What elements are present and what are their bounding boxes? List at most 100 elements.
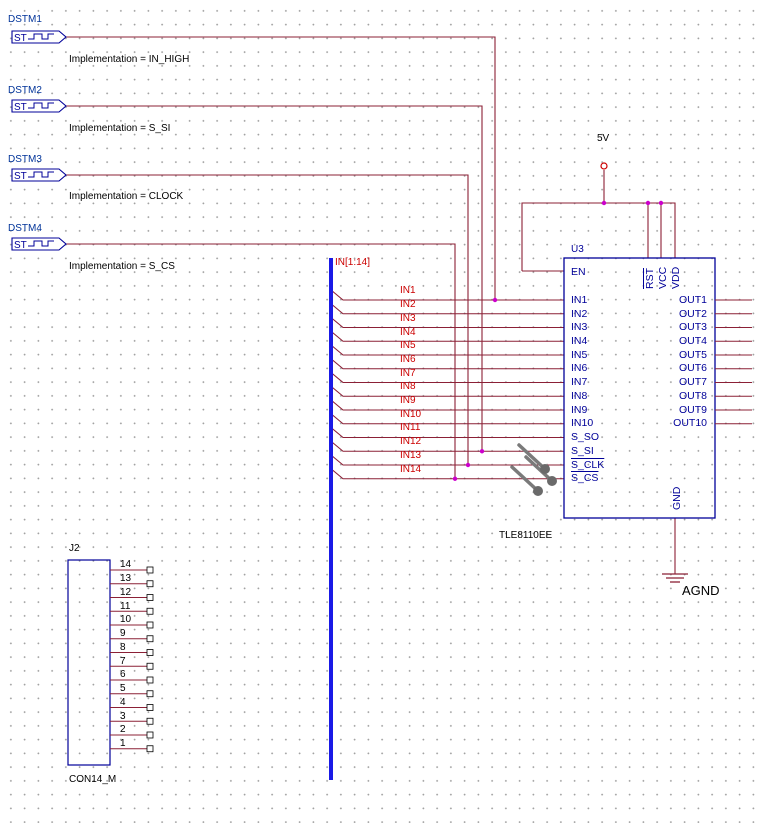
stimulus-implementation-3[interactable]: Implementation = CLOCK <box>69 191 184 202</box>
bus-entry-label: IN11 <box>400 422 421 433</box>
u3-pin-rst: RST <box>644 268 656 289</box>
j2-pin-terminal[interactable] <box>146 704 154 711</box>
u3-left-pin: IN9 <box>571 404 588 416</box>
stimulus-wire[interactable] <box>66 36 496 300</box>
j2-pin-terminal[interactable] <box>146 690 154 698</box>
u3-pin-vcc: VCC <box>657 266 669 289</box>
u3-right-pin: OUT9 <box>678 404 707 416</box>
u3-left-pin: S_SI <box>571 445 594 457</box>
bus-entry-label: IN2 <box>400 299 416 310</box>
u3-left-pin: S_SO <box>571 431 600 443</box>
bus-entry-wire[interactable] <box>330 317 564 329</box>
bus-entry-label: IN9 <box>400 395 416 406</box>
j2-pin-terminal[interactable] <box>146 662 154 670</box>
j2-pin-number: 2 <box>120 724 126 735</box>
u3-left-pin: IN2 <box>571 308 588 320</box>
bus-entry-wire[interactable] <box>330 399 564 411</box>
bus-entry-label: IN1 <box>400 285 416 296</box>
bus-entry-wire[interactable] <box>330 454 564 466</box>
j2-pin-terminal[interactable] <box>146 594 154 601</box>
probe-marker[interactable] <box>517 443 547 471</box>
bus-entry-label: IN10 <box>400 409 422 420</box>
j2-pin-terminal[interactable] <box>146 649 154 656</box>
stimulus-implementation-4[interactable]: Implementation = S_CS <box>69 261 175 272</box>
j2-pin-number: 5 <box>120 683 126 694</box>
j2-refdes[interactable]: J2 <box>69 543 80 554</box>
ground-label-agnd[interactable]: AGND <box>682 583 720 598</box>
u3-left-pin: IN6 <box>571 362 588 374</box>
bus-entry-wire[interactable] <box>330 427 564 439</box>
junction-dot <box>465 462 471 468</box>
probe-marker-head <box>547 476 557 486</box>
bus-entry-wire[interactable] <box>330 440 564 452</box>
u3-right-pin: OUT10 <box>673 417 707 429</box>
u3-right-pin: OUT8 <box>678 390 707 402</box>
u3-pin-en: EN <box>571 266 586 278</box>
j2-pin-terminal[interactable] <box>146 607 154 615</box>
probe-marker[interactable] <box>510 465 540 493</box>
u3-left-pin: IN1 <box>571 294 588 306</box>
j2-pin-number: 12 <box>120 587 132 598</box>
probe-marker[interactable] <box>524 455 554 483</box>
power-symbol-5v[interactable] <box>600 162 608 170</box>
stimulus-name-dstm2[interactable]: DSTM2 <box>8 85 42 96</box>
j2-part-name[interactable]: CON14_M <box>69 774 117 785</box>
bus-entry-label: IN12 <box>400 436 422 447</box>
bus-entry-label: IN4 <box>400 327 416 338</box>
stimulus-implementation-1[interactable]: Implementation = IN_HIGH <box>69 54 190 65</box>
bus-label[interactable]: IN[1:14] <box>335 257 371 268</box>
j2-pin-terminal[interactable] <box>146 566 154 574</box>
junction-dot <box>601 200 607 206</box>
bus-entry-wire[interactable] <box>330 413 564 425</box>
bus-entry-wire[interactable] <box>330 303 564 315</box>
j2-body[interactable] <box>67 559 111 766</box>
j2-pin-terminal[interactable] <box>146 676 154 684</box>
u3-part-name[interactable]: TLE8110EE <box>499 530 553 541</box>
stimulus-symbol-text: ST <box>14 240 27 251</box>
j2-pin-terminal[interactable] <box>146 580 154 588</box>
bus-entry-wire[interactable] <box>330 358 564 370</box>
bus-entry-wire[interactable] <box>330 289 564 301</box>
j2-pin-number: 3 <box>120 711 126 722</box>
bus-entry-wire[interactable] <box>330 385 564 397</box>
u3-body[interactable] <box>563 257 716 519</box>
u3-right-pin: OUT7 <box>678 376 707 388</box>
j2-pin-number: 11 <box>120 601 131 612</box>
j2-pin-terminal[interactable] <box>146 717 154 725</box>
stimulus-symbol-text: ST <box>14 33 27 44</box>
stimulus-name-dstm1[interactable]: DSTM1 <box>8 14 42 25</box>
stimulus-name-dstm3[interactable]: DSTM3 <box>8 154 42 165</box>
stimulus-symbol-text: ST <box>14 171 27 182</box>
wire-layer <box>66 36 676 574</box>
stimulus-wire[interactable] <box>66 105 483 452</box>
bus-entry-label: IN14 <box>400 464 422 475</box>
bus-entry-wire[interactable] <box>330 330 564 342</box>
u3-pin-gnd: GND <box>671 486 683 510</box>
power-label-5v[interactable]: 5V <box>597 133 610 144</box>
bus-entry-wire[interactable] <box>330 468 564 480</box>
bus-entry-wire[interactable] <box>330 344 564 356</box>
j2-pin-terminal[interactable] <box>146 621 154 629</box>
bus-entry-label: IN3 <box>400 313 416 324</box>
j2-pin-terminal[interactable] <box>146 635 154 643</box>
j2-pin-number: 4 <box>120 697 126 708</box>
u3-left-pin: IN10 <box>571 417 594 429</box>
power-wire[interactable] <box>521 202 676 271</box>
j2-pin-terminal[interactable] <box>146 731 154 739</box>
u3-refdes[interactable]: U3 <box>571 244 584 255</box>
stimulus-implementation-2[interactable]: Implementation = S_SI <box>69 123 171 134</box>
junction-dot <box>479 449 485 454</box>
bus-entry-wire[interactable] <box>330 372 564 384</box>
stimulus-name-dstm4[interactable]: DSTM4 <box>8 223 42 234</box>
pulse-waveform-icon <box>28 240 54 247</box>
stimulus-wire[interactable] <box>66 243 456 479</box>
u3-left-pin: S_CS <box>571 472 599 484</box>
j2-pin-terminal[interactable] <box>146 745 154 753</box>
j2-pin-number: 8 <box>120 642 126 653</box>
u3-right-pin: OUT5 <box>678 349 707 361</box>
bus-entry-label: IN5 <box>400 340 416 351</box>
j2-pin-number: 9 <box>120 628 126 639</box>
bus-entry-label: IN8 <box>400 381 416 392</box>
junction-dot <box>492 297 498 303</box>
